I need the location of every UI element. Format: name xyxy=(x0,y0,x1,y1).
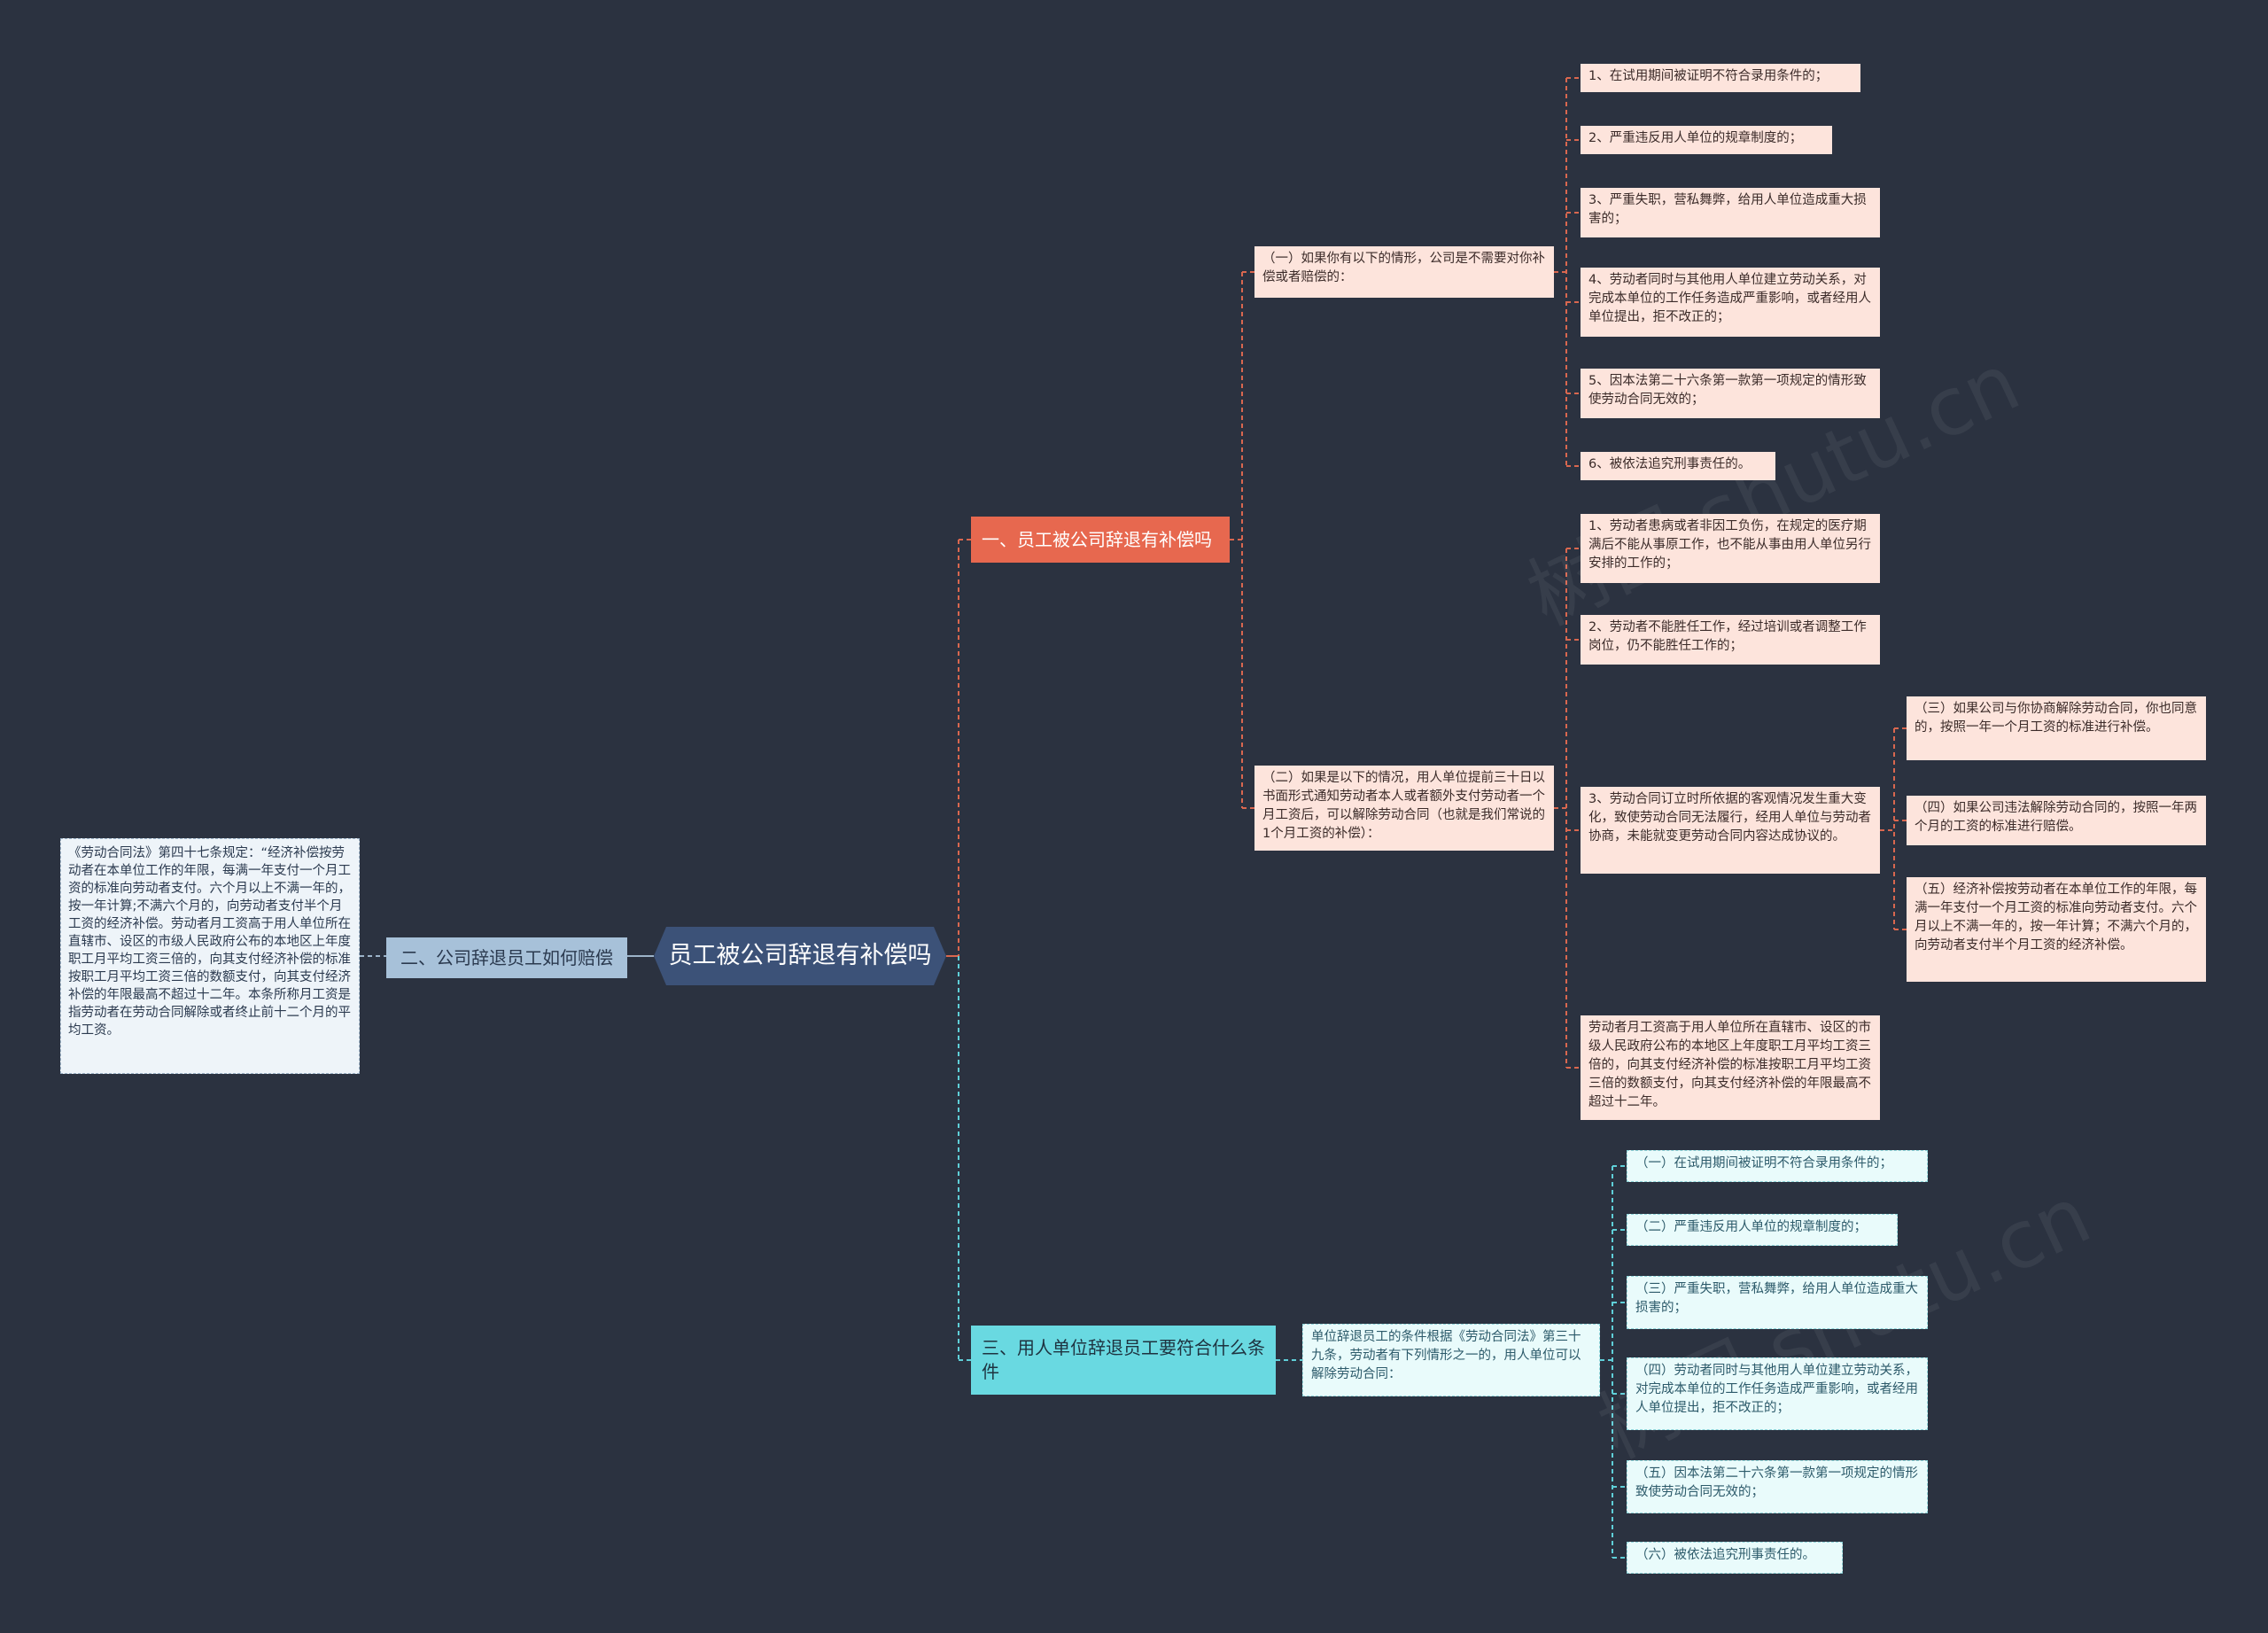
leaf-item[interactable]: （四）如果公司违法解除劳动合同的，按照一年两个月的工资的标准进行赔偿。 xyxy=(1907,796,2206,845)
leaf-item[interactable]: （五）经济补偿按劳动者在本单位工作的年限，每满一年支付一个月工资的标准向劳动者支… xyxy=(1907,877,2206,982)
leaf-law-article-47[interactable]: 《劳动合同法》第四十七条规定：“经济补偿按劳动者在本单位工作的年限，每满一年支付… xyxy=(60,838,360,1074)
leaf-item[interactable]: 4、劳动者同时与其他用人单位建立劳动关系，对完成本单位的工作任务造成严重影响，或… xyxy=(1581,268,1880,337)
root-topic[interactable]: 员工被公司辞退有补偿吗 xyxy=(654,927,946,985)
leaf-item[interactable]: 1、劳动者患病或者非因工负伤，在规定的医疗期满后不能从事原工作，也不能从事由用人… xyxy=(1581,514,1880,583)
branch-compensation[interactable]: 一、员工被公司辞退有补偿吗 xyxy=(971,517,1230,563)
leaf-item[interactable]: 3、劳动合同订立时所依据的客观情况发生重大变化，致使劳动合同无法履行，经用人单位… xyxy=(1581,787,1880,874)
leaf-item[interactable]: 2、严重违反用人单位的规章制度的； xyxy=(1581,126,1832,154)
leaf-item[interactable]: 劳动者月工资高于用人单位所在直辖市、设区的市级人民政府公布的本地区上年度职工月平… xyxy=(1581,1015,1880,1120)
leaf-item[interactable]: （六）被依法追究刑事责任的。 xyxy=(1627,1542,1843,1574)
leaf-item[interactable]: （五）因本法第二十六条第一款第一项规定的情形致使劳动合同无效的； xyxy=(1627,1460,1928,1513)
sub-article-39[interactable]: 单位辞退员工的条件根据《劳动合同法》第三十九条，劳动者有下列情形之一的，用人单位… xyxy=(1302,1324,1600,1396)
sub-no-compensation[interactable]: （一）如果你有以下的情形，公司是不需要对你补偿或者赔偿的： xyxy=(1254,246,1554,298)
leaf-item[interactable]: 5、因本法第二十六条第一款第一项规定的情形致使劳动合同无效的； xyxy=(1581,369,1880,418)
leaf-item[interactable]: 1、在试用期间被证明不符合录用条件的； xyxy=(1581,64,1860,92)
leaf-item[interactable]: 6、被依法追究刑事责任的。 xyxy=(1581,452,1775,480)
leaf-item[interactable]: （四）劳动者同时与其他用人单位建立劳动关系，对完成本单位的工作任务造成严重影响，… xyxy=(1627,1357,1928,1430)
branch-how-to-compensate[interactable]: 二、公司辞退员工如何赔偿 xyxy=(386,937,627,978)
leaf-item[interactable]: （三）如果公司与你协商解除劳动合同，你也同意的，按照一年一个月工资的标准进行补偿… xyxy=(1907,696,2206,760)
branch-dismissal-conditions[interactable]: 三、用人单位辞退员工要符合什么条件 xyxy=(971,1326,1276,1395)
leaf-item[interactable]: （三）严重失职，营私舞弊，给用人单位造成重大损害的； xyxy=(1627,1276,1928,1329)
leaf-item[interactable]: （一）在试用期间被证明不符合录用条件的； xyxy=(1627,1150,1928,1182)
leaf-item[interactable]: 3、严重失职，营私舞弊，给用人单位造成重大损害的； xyxy=(1581,188,1880,237)
sub-one-month-compensation[interactable]: （二）如果是以下的情况，用人单位提前三十日以书面形式通知劳动者本人或者额外支付劳… xyxy=(1254,766,1554,851)
leaf-item[interactable]: 2、劳动者不能胜任工作，经过培训或者调整工作岗位，仍不能胜任工作的； xyxy=(1581,615,1880,665)
leaf-item[interactable]: （二）严重违反用人单位的规章制度的； xyxy=(1627,1214,1898,1246)
